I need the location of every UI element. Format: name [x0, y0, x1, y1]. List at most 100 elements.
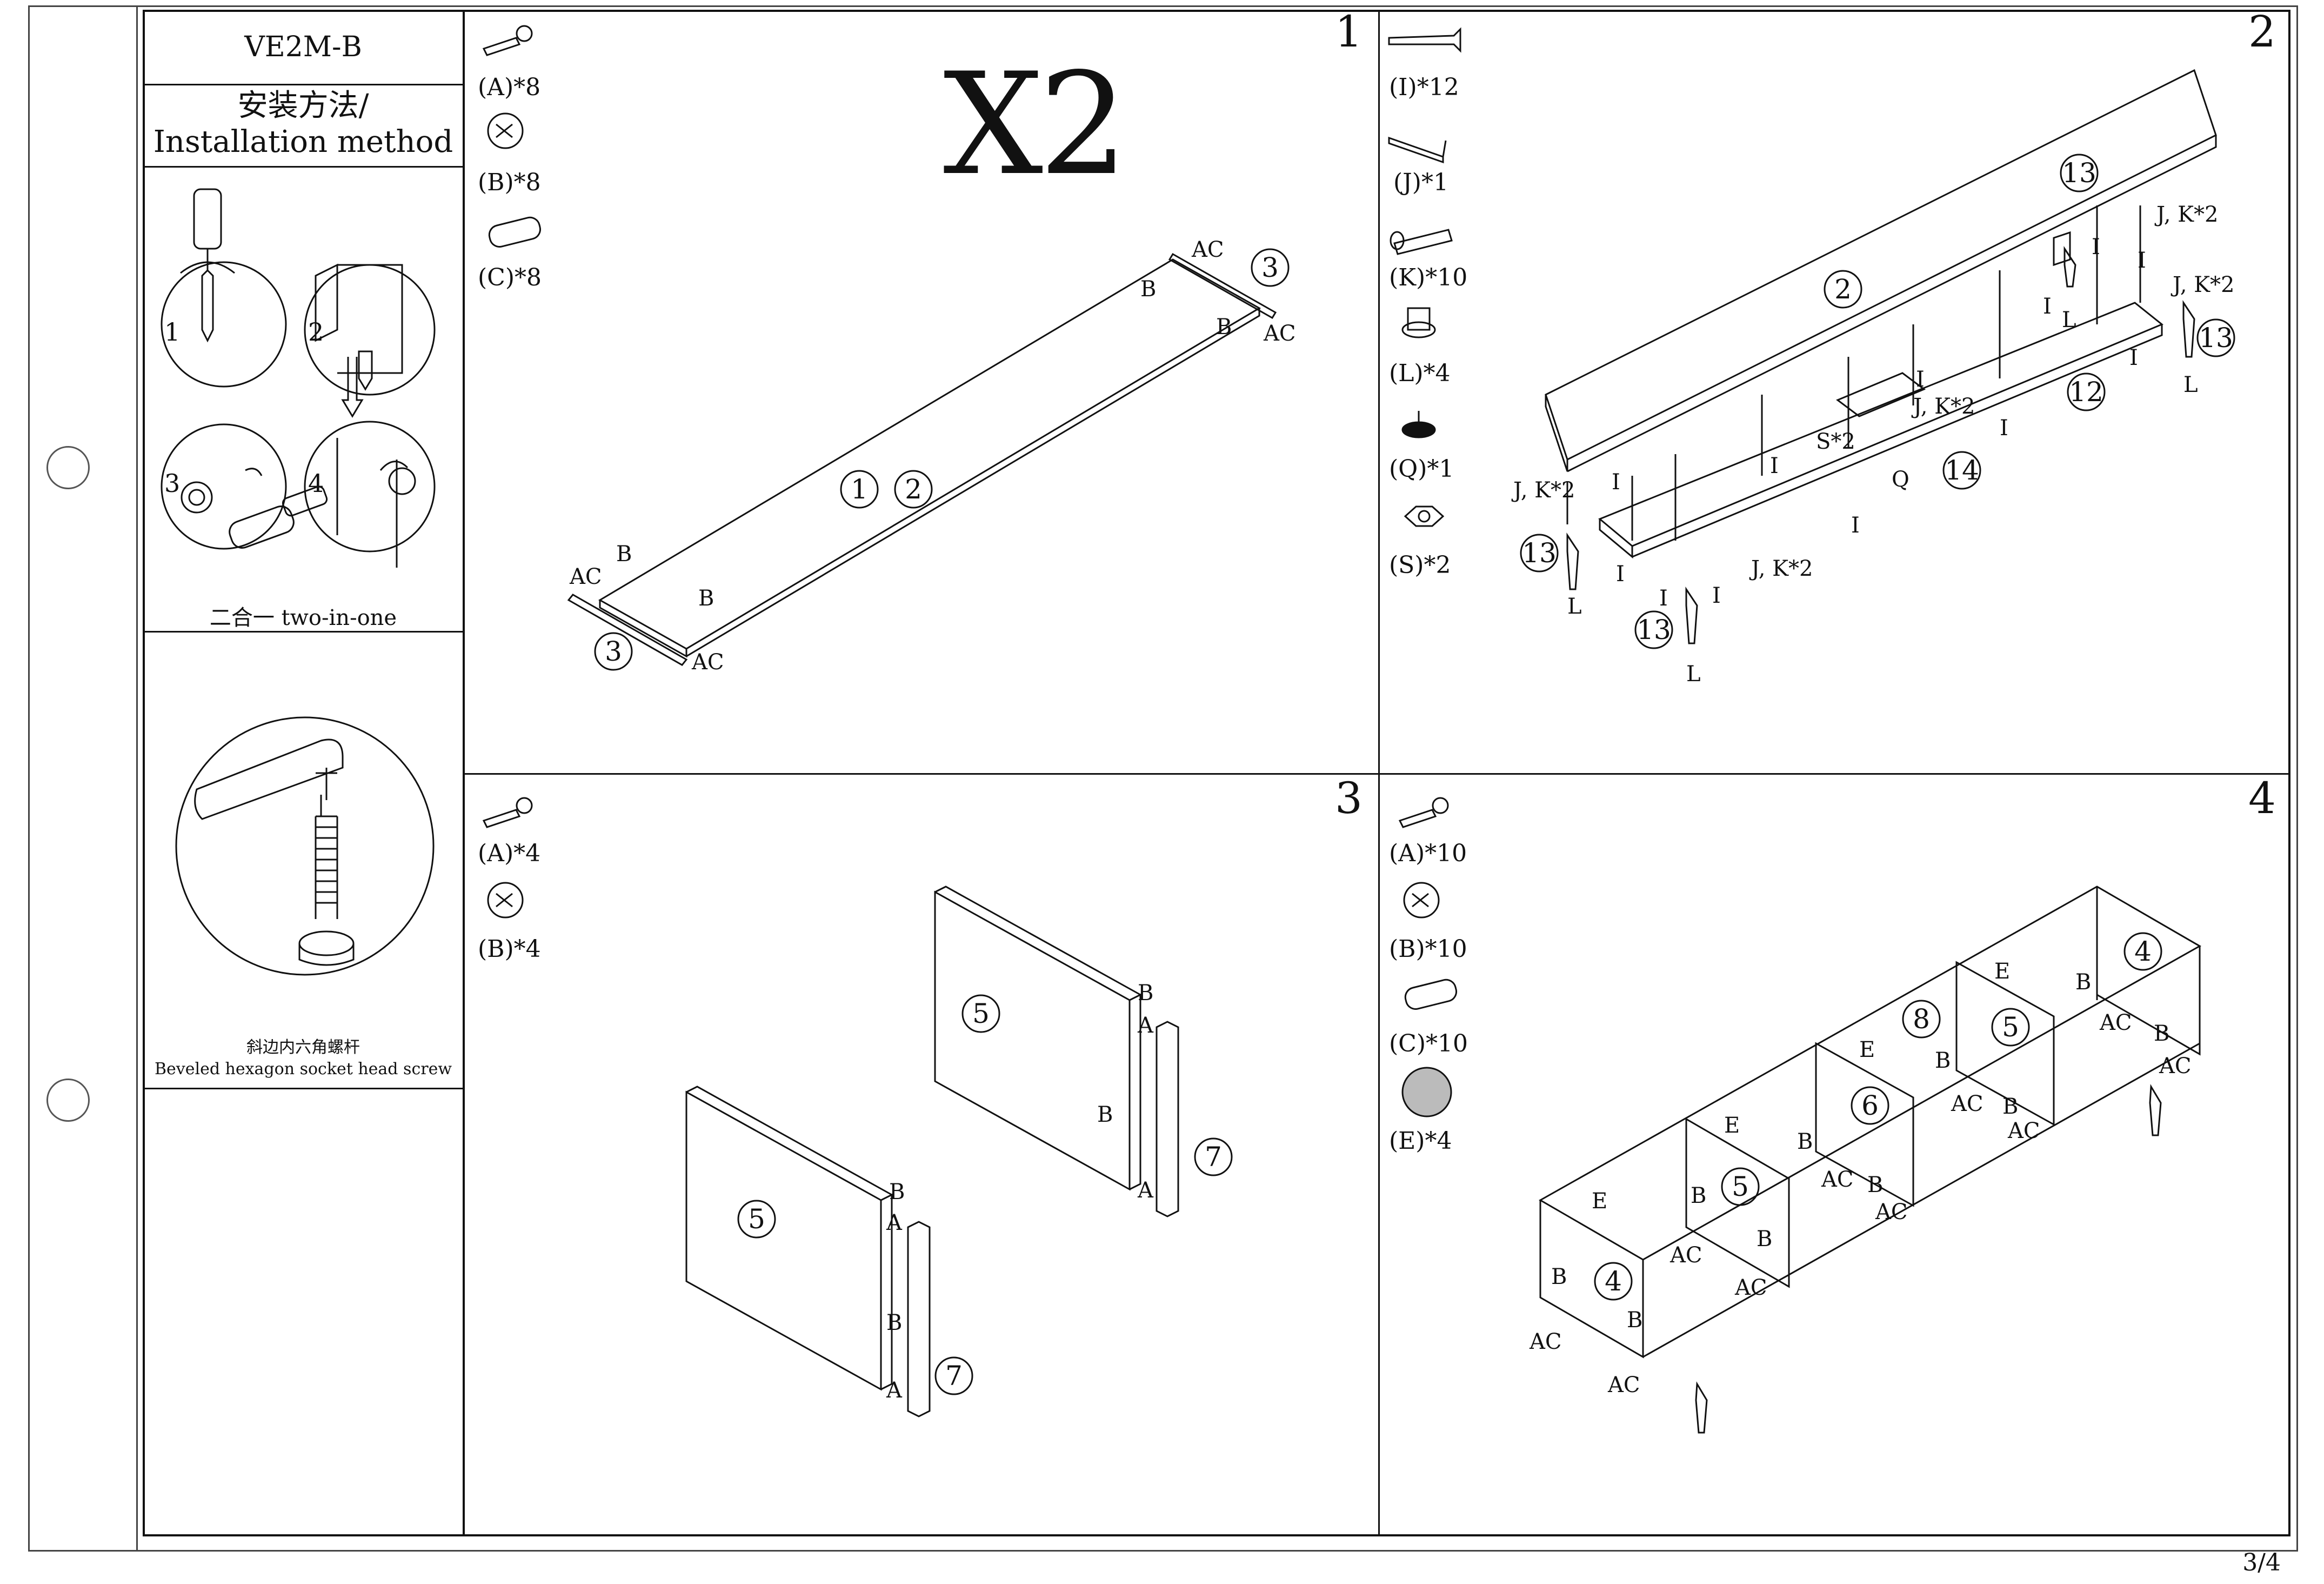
hardware-label: I [2138, 248, 2146, 273]
hole-label: A [1137, 1178, 1154, 1203]
hole-label: B [1627, 1308, 1642, 1333]
step2-assembly [1545, 69, 2217, 559]
hole-label: AC [2159, 1054, 2192, 1079]
part-label: 13 [2062, 157, 2096, 189]
hole-label: B [2154, 1021, 2169, 1046]
hex-screw-illustration [175, 716, 435, 976]
svg-text:1: 1 [164, 317, 180, 347]
hole-label: B [1867, 1173, 1883, 1197]
hardware-label: J, K*2 [2171, 272, 2234, 297]
hole-label: B [2075, 970, 2091, 995]
hardware-label: L [1567, 594, 1582, 619]
allen-key-icon [1388, 136, 1447, 164]
hole-label: B [1097, 1102, 1113, 1127]
part-number-circles [594, 154, 2235, 1395]
binding-hole [46, 1079, 90, 1122]
cover-cap-icon [1401, 1067, 1452, 1117]
part-label: 13 [1522, 537, 1557, 569]
step-number-1: 1 [1335, 6, 1363, 57]
dowel-icon [1404, 979, 1458, 1010]
two-in-one-caption: 二合一 two-in-one [209, 605, 397, 630]
hardware-label: J, K*2 [1911, 394, 1975, 419]
step-number-3: 3 [1335, 773, 1363, 823]
step3-strip-lower [907, 1221, 931, 1417]
dowel-icon [488, 216, 542, 248]
binder-margin-line [136, 5, 138, 1552]
hole-label: B [616, 542, 632, 567]
hole-label: AC [1191, 237, 1224, 262]
svg-text:2: 2 [308, 317, 324, 347]
page-frame [28, 5, 2298, 1552]
multiplier: X2 [943, 43, 1128, 207]
nut-icon [1404, 505, 1445, 527]
hole-label: AC [1529, 1329, 1562, 1354]
cam-bolt-icon [482, 25, 533, 56]
hole-label: A [886, 1378, 903, 1403]
part-count: (E)*4 [1389, 1127, 1452, 1155]
part-count: (S)*2 [1389, 551, 1451, 579]
hardware-label: I [2129, 345, 2138, 370]
part-count: (C)*8 [478, 264, 542, 291]
screw-cell: 斜边内六角螺杆 Beveled hexagon socket head scre… [143, 633, 464, 1089]
part-label: 6 [1861, 1090, 1879, 1121]
cam-lock-icon [487, 882, 524, 919]
step-number-4: 4 [2248, 773, 2276, 823]
screw-caption-cn: 斜边内六角螺杆 [246, 1038, 360, 1057]
hole-label: A [1137, 1013, 1154, 1038]
hardware-label: S*2 [1816, 429, 1855, 454]
part-label: 7 [945, 1360, 963, 1392]
part-count: (A)*4 [478, 840, 541, 867]
step-number-2: 2 [2248, 6, 2276, 57]
part-label: 2 [905, 474, 922, 505]
two-in-one-cell: 1 2 3 4 二合一 two-in-one [143, 168, 464, 633]
step3-panel-lower [685, 1086, 893, 1391]
foot-icon [2063, 246, 2076, 288]
part-count: (A)*8 [478, 74, 541, 101]
hole-label: AC [1951, 1092, 1984, 1116]
part-label: 7 [1205, 1141, 1222, 1173]
part-count: (I)*12 [1389, 74, 1459, 101]
cam-lock-icon [1403, 882, 1440, 919]
hardware-label: I [1659, 586, 1668, 611]
step4-cabinet [1538, 886, 2202, 1434]
part-label: 3 [605, 636, 622, 667]
model-cell: VE2M-B [143, 10, 464, 85]
part-count: (B)*8 [478, 169, 541, 196]
hole-label: B [1551, 1264, 1567, 1289]
foot-icon [1685, 587, 1698, 644]
hole-label: E [1592, 1189, 1607, 1214]
screw-caption-en: Beveled hexagon socket head screw [154, 1060, 452, 1079]
svg-text:3: 3 [164, 469, 180, 498]
part-count: (C)*10 [1389, 1030, 1468, 1057]
hardware-label: I [1616, 562, 1625, 587]
hardware-label: I [1916, 367, 1925, 392]
part-label: 4 [2134, 936, 2152, 967]
hardware-label: J, K*2 [1749, 556, 1813, 581]
part-label: 12 [2069, 376, 2103, 408]
method-title-en: Installation method [153, 124, 453, 159]
part-count: (J)*1 [1393, 169, 1448, 196]
bolt-icon [1401, 307, 1436, 338]
hole-label: AC [2099, 1010, 2132, 1035]
part-label: 3 [1261, 252, 1279, 283]
step3-strip-upper [1156, 1021, 1179, 1217]
hardware-label: I [2000, 416, 2008, 441]
part-count: (Q)*1 [1389, 455, 1454, 483]
hole-label: E [1859, 1037, 1875, 1062]
part-label: 8 [1913, 1003, 1930, 1035]
binding-hole [46, 446, 90, 489]
part-label: 2 [1834, 274, 1852, 305]
bolt-icon [1390, 229, 1453, 255]
part-count: (B)*4 [478, 935, 541, 963]
hardware-label: L [1686, 662, 1701, 687]
part-label: 5 [748, 1203, 765, 1235]
hole-label: B [1935, 1048, 1951, 1073]
part-count: (B)*10 [1389, 935, 1467, 963]
part-count: (L)*4 [1389, 360, 1451, 387]
leveler-icon [1401, 411, 1436, 438]
hole-label: AC [1734, 1275, 1767, 1300]
method-title: 安装方法/ Installation method [143, 85, 464, 161]
hole-label: B [1691, 1183, 1706, 1208]
hole-label: B [1138, 981, 1153, 1006]
